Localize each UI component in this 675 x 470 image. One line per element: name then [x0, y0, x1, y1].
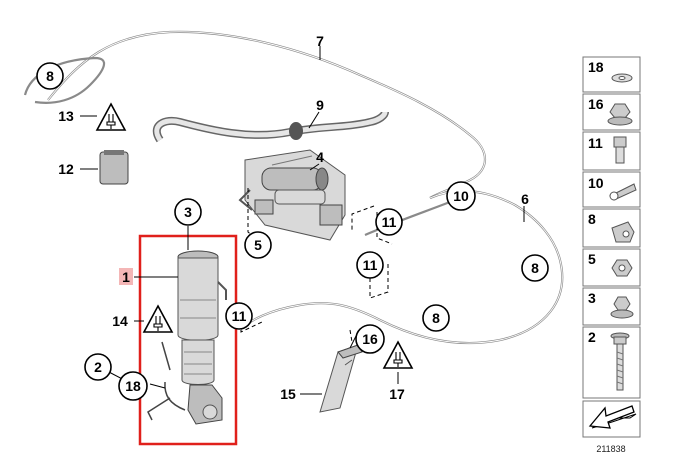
svg-text:11: 11: [588, 135, 603, 151]
label-6: 6: [521, 191, 529, 207]
air-spring-strut-1: [147, 250, 227, 425]
svg-text:8: 8: [46, 68, 54, 84]
warning-triangle-17: [382, 340, 414, 369]
svg-text:5: 5: [254, 237, 262, 253]
parts-legend: 18 16 11 10 8: [582, 56, 641, 438]
callout-8-right: 8: [521, 254, 549, 282]
svg-text:3: 3: [588, 290, 596, 306]
callout-2: 2: [84, 353, 112, 381]
legend-item-3: 3: [582, 287, 641, 326]
legend-item-18: 18: [582, 56, 641, 93]
callout-18: 18: [118, 371, 148, 401]
air-line-6-8: [239, 190, 564, 345]
callout-3: 3: [174, 198, 202, 226]
svg-text:3: 3: [184, 204, 192, 220]
callout-8-bottom: 8: [422, 304, 450, 332]
svg-text:11: 11: [363, 257, 378, 273]
callout-11-c: 11: [225, 302, 253, 330]
label-17: 17: [389, 386, 405, 402]
callout-5: 5: [244, 231, 272, 259]
callout-8-topleft: 8: [36, 62, 64, 90]
svg-text:16: 16: [588, 96, 604, 112]
svg-text:2: 2: [588, 329, 596, 345]
label-15: 15: [280, 386, 296, 402]
callout-11-b: 11: [356, 251, 384, 279]
label-7: 7: [316, 33, 324, 49]
legend-item-11: 11: [582, 131, 641, 171]
highlight-label-bg: [119, 268, 133, 285]
diagram-number: 211838: [596, 444, 625, 454]
legend-item-5: 5: [582, 248, 641, 287]
svg-text:10: 10: [453, 188, 469, 204]
warning-triangle-13: [95, 102, 127, 131]
svg-text:18: 18: [125, 378, 141, 394]
label-13: 13: [58, 108, 74, 124]
svg-text:16: 16: [362, 331, 378, 347]
callout-16: 16: [355, 324, 385, 354]
label-4: 4: [316, 149, 324, 165]
label-9: 9: [316, 97, 324, 113]
air-line-10: [364, 198, 456, 237]
callout-11-a: 11: [375, 208, 403, 236]
label-14: 14: [112, 313, 128, 329]
air-line-7: [47, 30, 486, 199]
svg-text:11: 11: [232, 308, 247, 324]
legend-item-2: 2: [582, 326, 641, 399]
compressor-4: [238, 149, 346, 241]
svg-text:8: 8: [432, 310, 440, 326]
direction-arrow-icon: [582, 400, 641, 438]
control-unit-15: [319, 344, 363, 413]
legend-item-16: 16: [582, 93, 641, 131]
svg-text:8: 8: [531, 260, 539, 276]
legend-item-8: 8: [582, 208, 641, 248]
svg-text:11: 11: [382, 214, 397, 230]
leader-lines: [80, 46, 525, 395]
warning-triangle-14: [142, 304, 174, 333]
vent-pipe-9: [152, 111, 389, 143]
relay-12: [99, 150, 129, 185]
label-1: 1: [122, 269, 130, 285]
svg-text:5: 5: [588, 251, 596, 267]
svg-text:10: 10: [588, 175, 604, 191]
svg-text:18: 18: [588, 59, 604, 75]
callout-10: 10: [446, 181, 476, 211]
label-12: 12: [58, 161, 74, 177]
legend-item-10: 10: [582, 171, 641, 208]
svg-text:8: 8: [588, 211, 596, 227]
svg-text:2: 2: [94, 359, 102, 375]
